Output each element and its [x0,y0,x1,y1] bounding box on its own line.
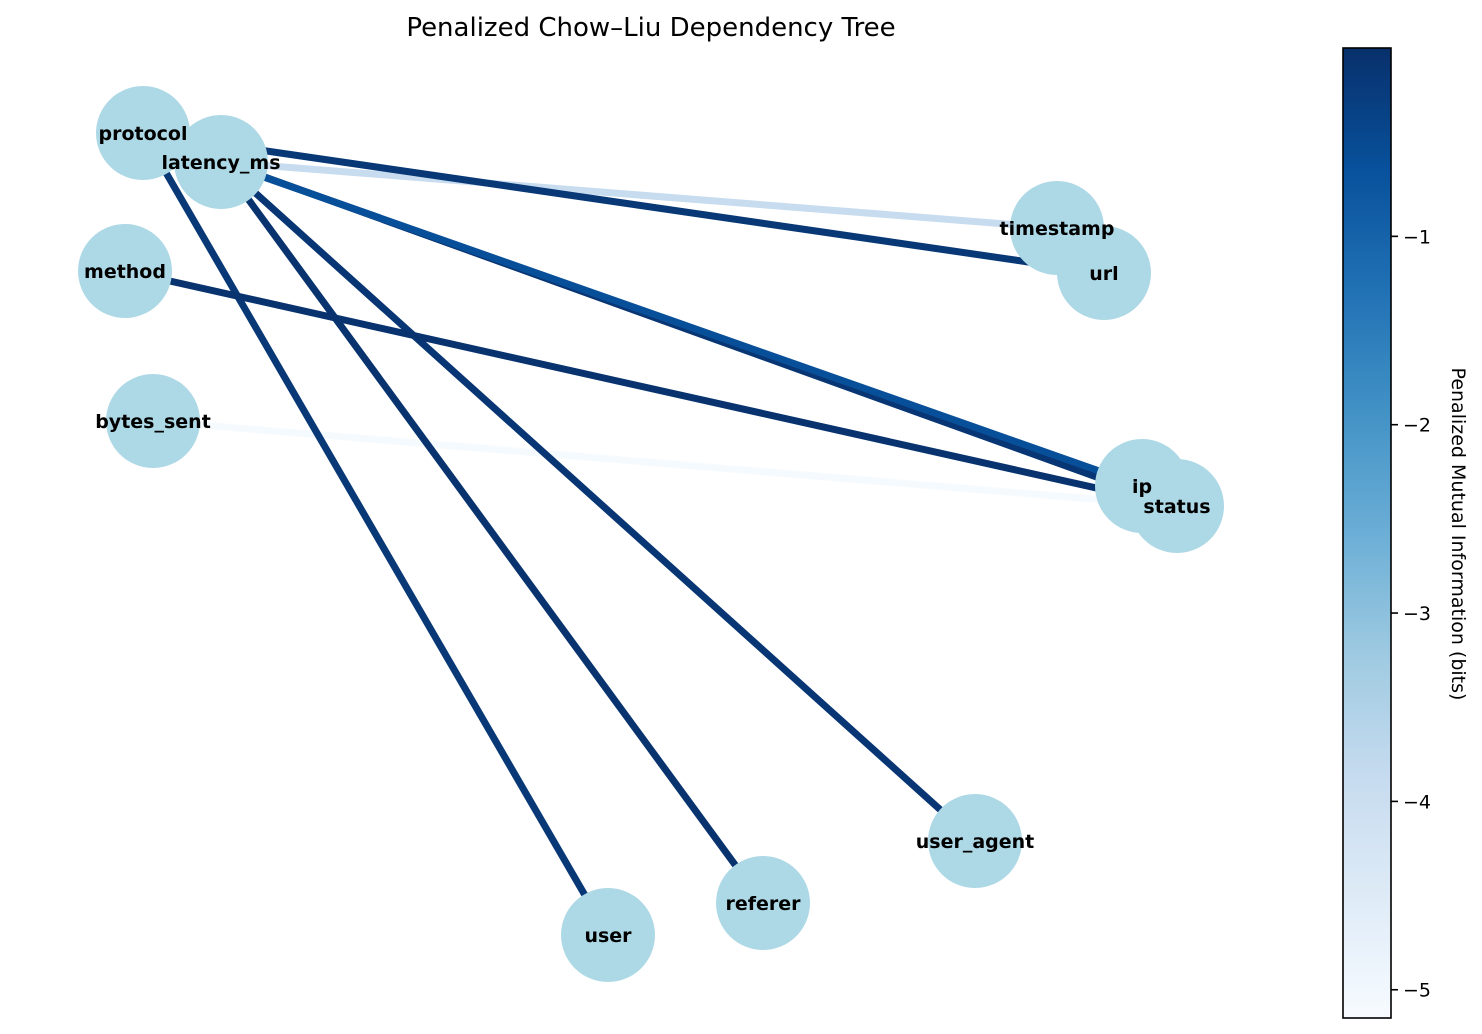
node-label-url: url [1089,263,1118,285]
colorbar-tick-label: −5 [1403,980,1431,1002]
edge-bytes_sent-status [152,417,1178,510]
colorbar-tick-label: −1 [1403,226,1431,248]
node-label-protocol: protocol [99,123,188,145]
node-protocol [96,86,190,180]
edge-latency_ms-timestamp [220,158,1058,232]
node-label-latency_ms: latency_ms [161,152,280,174]
node-label-ip: ip [1132,476,1152,498]
figure-title: Penalized Chow–Liu Dependency Tree [406,13,895,43]
node-label-status: status [1143,496,1210,518]
edge-latency_ms-referer [218,159,766,906]
node-bytes_sent [106,374,200,468]
node-label-method: method [84,261,166,283]
node-referer [716,856,810,950]
colorbar-ticks: −1 −2 −3 −4 −5 [1391,226,1431,1002]
node-label-bytes_sent: bytes_sent [95,411,211,433]
node-status [1130,459,1224,553]
edge-layer [124,129,1179,937]
node-label-user_agent: user_agent [916,831,1035,853]
edge-latency_ms-user_agent [218,159,978,844]
edge-protocol-url [142,129,1105,277]
node-label-timestamp: timestamp [1000,218,1115,240]
node-url [1057,226,1151,320]
edge-latency_ms-ip [219,158,1144,490]
colorbar-label: Penalized Mutual Information (bits) [1447,368,1469,701]
node-method [78,224,172,318]
node-label-user: user [584,925,632,947]
node-user_agent [928,794,1022,888]
edge-method-status [124,267,1178,510]
node-user [561,888,655,982]
colorbar-gradient [1342,47,1392,1019]
edge-protocol-user [139,131,612,937]
node-label-referer: referer [725,893,801,915]
colorbar: −1 −2 −3 −4 −5 Penalized Mutual Information … [1342,47,1469,1019]
colorbar-tick-label: −3 [1403,603,1431,625]
node-latency_ms [174,115,268,209]
colorbar-tick-label: −4 [1403,791,1431,813]
colorbar-tick-label: −2 [1403,415,1431,437]
